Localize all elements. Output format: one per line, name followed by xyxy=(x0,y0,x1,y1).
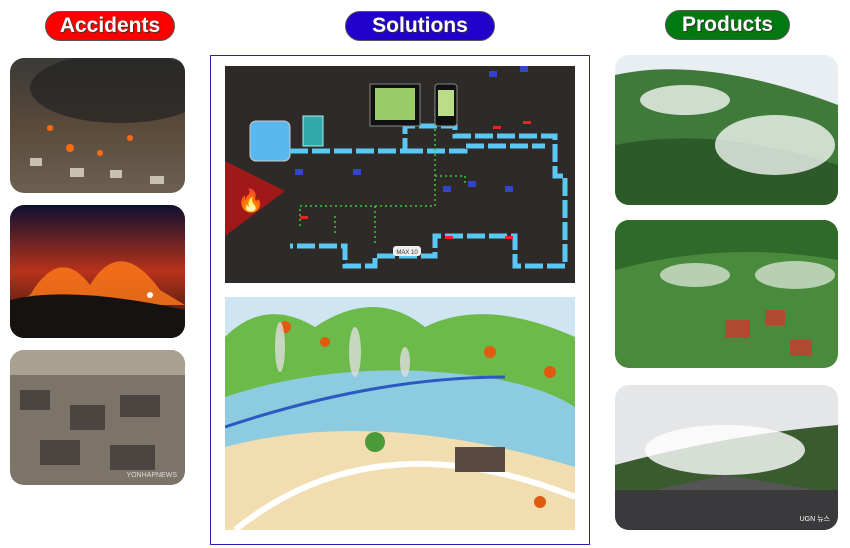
solutions-frame xyxy=(210,55,590,545)
forest-village-map-illustration xyxy=(225,297,575,530)
valve-label: MAX 10 xyxy=(396,250,418,256)
night-wildfire-photo xyxy=(10,205,185,338)
forest-sprinkler-photo-1 xyxy=(615,55,838,205)
wildfire-village-photo xyxy=(10,58,185,193)
svg-text:🔥: 🔥 xyxy=(237,188,264,213)
burned-village-photo: YONHAPNEWS xyxy=(10,350,185,485)
solutions-header: Solutions xyxy=(345,11,495,41)
sprinkler-system-diagram: 🔥 MAX 10 xyxy=(225,66,575,283)
watermark: YONHAPNEWS xyxy=(126,472,177,479)
forest-sprinkler-photo-2 xyxy=(615,220,838,368)
forest-sprinkler-photo-3: UGN 뉴스 xyxy=(615,385,838,530)
accidents-header: Accidents xyxy=(45,11,175,41)
products-header: Products xyxy=(665,10,790,40)
watermark: UGN 뉴스 xyxy=(799,516,830,523)
